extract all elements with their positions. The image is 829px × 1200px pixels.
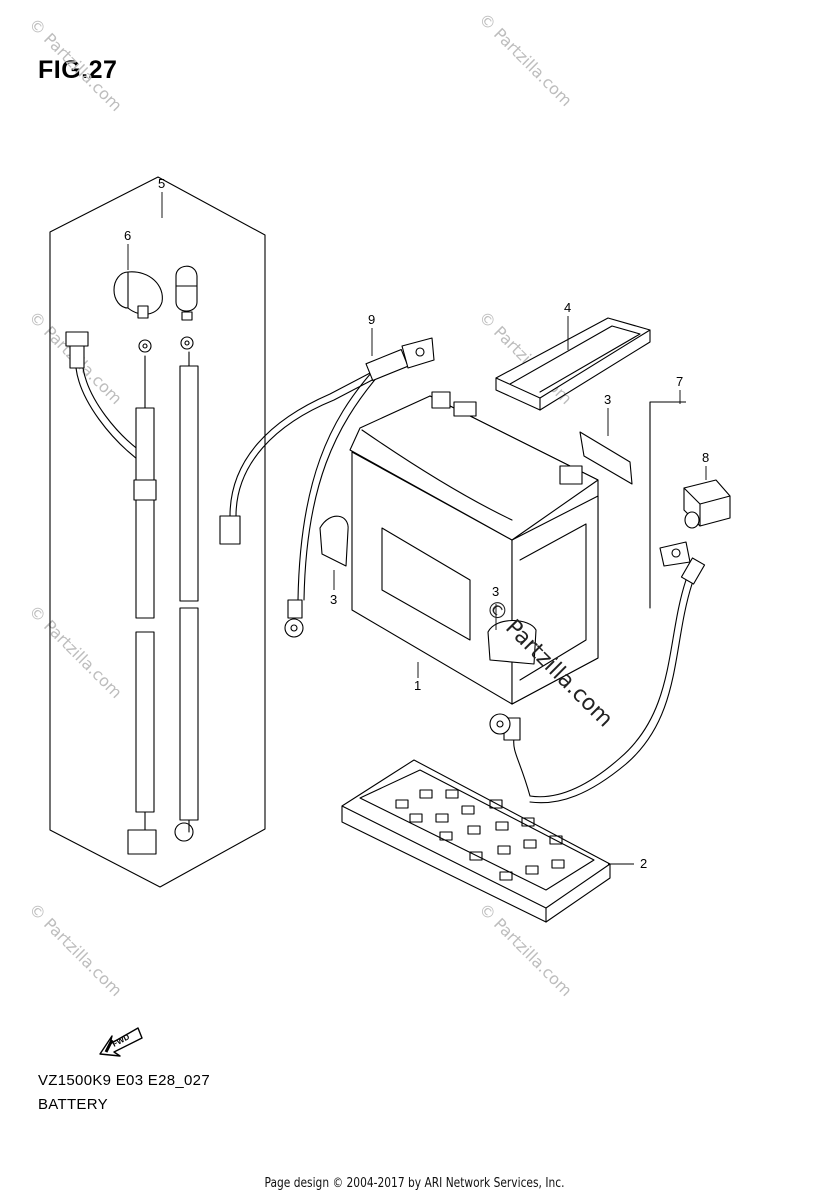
- drawing-code: VZ1500K9 E03 E28_027: [38, 1072, 210, 1089]
- callout-number: 2: [640, 856, 647, 871]
- watermark-text: © Partzilla.com: [25, 14, 126, 115]
- callout-number: 7: [676, 374, 683, 389]
- leader-lines: [127, 192, 707, 865]
- footer-copyright: Page design © 2004-2017 by ARI Network S…: [264, 1176, 565, 1191]
- callout-number: 3: [492, 584, 499, 599]
- battery: [349, 391, 599, 705]
- battery-tray: [341, 759, 611, 923]
- callout-number: 6: [124, 228, 131, 243]
- section-name: BATTERY: [38, 1096, 108, 1113]
- watermark-text: © Partzilla.com: [475, 899, 576, 1000]
- terminal-cap: [113, 265, 198, 321]
- negative-cable-set: [489, 401, 706, 804]
- watermark-text: © Partzilla.com: [25, 601, 126, 702]
- callout-number: 3: [330, 592, 337, 607]
- wiring-harness-set: [49, 176, 266, 888]
- positive-cable: [219, 337, 435, 638]
- battery-spacer: [319, 431, 633, 665]
- figure-title: FIG.27: [38, 56, 118, 84]
- callout-number: 1: [414, 678, 421, 693]
- callout-numbers: 5 6 9 4 3 7 8 3 3 1 2: [124, 176, 709, 871]
- callout-number: 9: [368, 312, 375, 327]
- watermark-text: © Partzilla.com: [475, 9, 576, 110]
- callout-number: 4: [564, 300, 571, 315]
- callout-number: 5: [158, 176, 165, 191]
- battery-band: [495, 317, 651, 411]
- terminal-cover: [683, 479, 731, 529]
- callout-number: 3: [604, 392, 611, 407]
- callout-number: 8: [702, 450, 709, 465]
- watermark-text: © Partzilla.com: [25, 899, 126, 1000]
- forward-arrow-icon: FWD: [99, 1027, 143, 1057]
